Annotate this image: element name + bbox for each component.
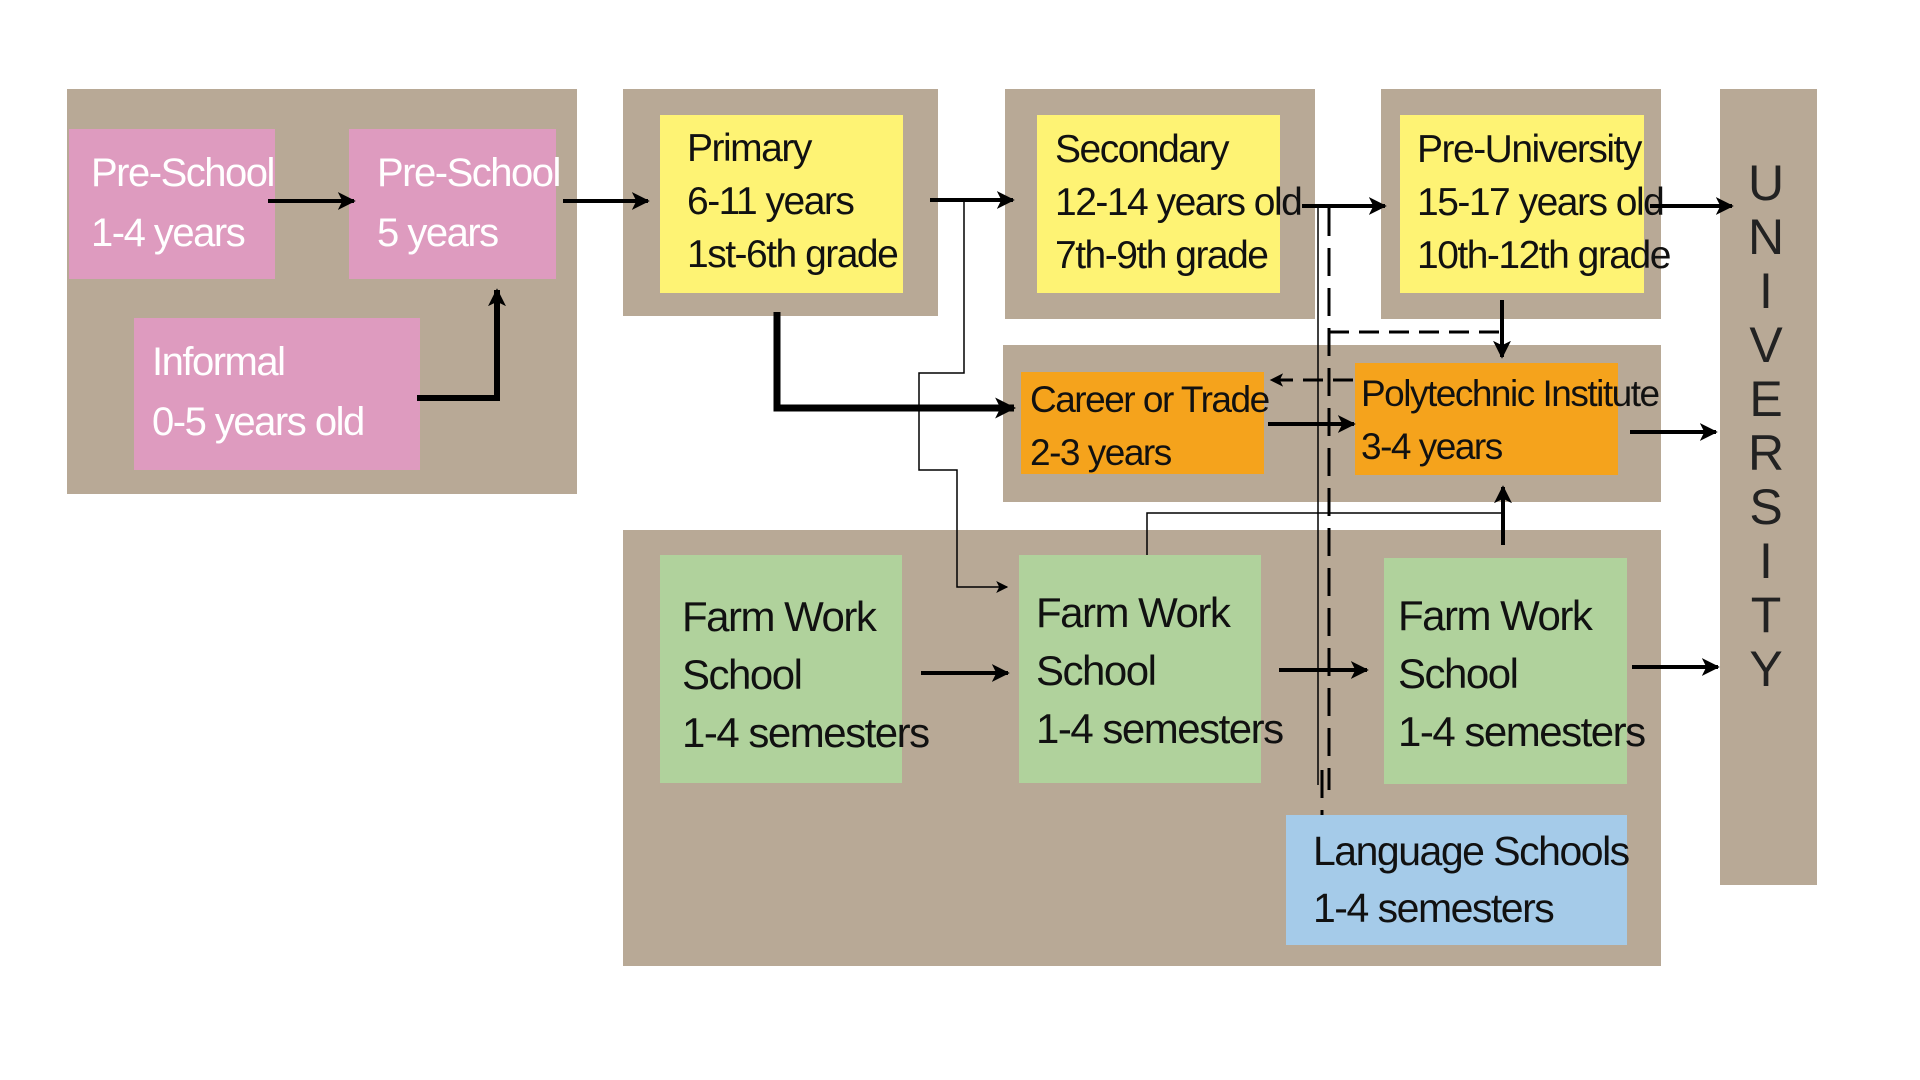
- university-letter: Y: [1749, 641, 1783, 697]
- informal-duration: 0-5 years old: [152, 400, 365, 444]
- preschool-1-4-duration: 1-4 years: [91, 211, 246, 255]
- farm-school-3-subtitle: School: [1398, 650, 1519, 697]
- university-letter: S: [1749, 479, 1783, 535]
- primary-title: Primary: [687, 127, 812, 170]
- farm-school-1-box: Farm Work School 1-4 semesters: [660, 555, 930, 783]
- university-letter: I: [1759, 533, 1773, 589]
- university-letter: V: [1749, 317, 1783, 373]
- farm-school-1-title: Farm Work: [682, 593, 877, 640]
- farm-school-2-subtitle: School: [1036, 647, 1157, 694]
- primary-ages: 6-11 years: [687, 180, 855, 223]
- university-letter: I: [1759, 263, 1773, 319]
- arrow-secondary-to-farm2: [918, 200, 1009, 593]
- farm-school-2-box: Farm Work School 1-4 semesters: [1019, 555, 1284, 783]
- polytechnic-box: Polytechnic Institute 3-4 years: [1355, 363, 1660, 475]
- preuniversity-ages: 15-17 years old: [1417, 181, 1665, 224]
- career-trade-box: Career or Trade 2-3 years: [1021, 372, 1270, 474]
- career-trade-duration: 2-3 years: [1030, 432, 1172, 473]
- preschool-1-4-title: Pre-School: [91, 151, 275, 195]
- university-letter: T: [1750, 587, 1782, 643]
- arrow-informal-to-preschool5: [417, 288, 506, 401]
- farm-school-2-duration: 1-4 semesters: [1036, 705, 1284, 752]
- language-schools-title: Language Schools: [1313, 828, 1630, 874]
- farm-school-1-subtitle: School: [682, 651, 803, 698]
- secondary-box: Secondary 12-14 years old 7th-9th grade: [1037, 115, 1303, 293]
- preschool-5-duration: 5 years: [377, 211, 499, 255]
- informal-box: Informal 0-5 years old: [134, 318, 420, 470]
- polytechnic-duration: 3-4 years: [1361, 426, 1503, 467]
- farm-school-3-box: Farm Work School 1-4 semesters: [1384, 558, 1646, 784]
- language-schools-box: Language Schools 1-4 semesters: [1286, 815, 1630, 945]
- primary-grades: 1st-6th grade: [687, 233, 899, 276]
- informal-title: Informal: [152, 340, 286, 384]
- preschool-1-4-box: Pre-School 1-4 years: [69, 129, 275, 279]
- university-letter: U: [1747, 155, 1785, 211]
- arrow-primary-to-career: [773, 312, 1017, 419]
- university-letter: E: [1749, 371, 1783, 427]
- secondary-title: Secondary: [1055, 128, 1229, 171]
- farm-school-2-title: Farm Work: [1036, 589, 1231, 636]
- university-letter: R: [1747, 425, 1785, 481]
- preuniversity-title: Pre-University: [1417, 128, 1642, 171]
- primary-box: Primary 6-11 years 1st-6th grade: [660, 115, 903, 293]
- language-schools-duration: 1-4 semesters: [1313, 885, 1555, 931]
- university-letter: N: [1747, 209, 1785, 265]
- preuniversity-box: Pre-University 15-17 years old 10th-12th…: [1400, 115, 1671, 293]
- farm-school-1-duration: 1-4 semesters: [682, 709, 930, 756]
- farm-school-3-duration: 1-4 semesters: [1398, 708, 1646, 755]
- preuniversity-grades: 10th-12th grade: [1417, 234, 1671, 277]
- university-panel: [1720, 89, 1817, 885]
- polytechnic-title: Polytechnic Institute: [1361, 373, 1660, 414]
- thin-farm2-to-polytechnic: [1146, 512, 1503, 555]
- secondary-ages: 12-14 years old: [1055, 181, 1303, 224]
- secondary-grades: 7th-9th grade: [1055, 234, 1269, 277]
- preschool-5-box: Pre-School 5 years: [349, 129, 561, 279]
- farm-school-3-title: Farm Work: [1398, 592, 1593, 639]
- preschool-5-title: Pre-School: [377, 151, 561, 195]
- career-trade-title: Career or Trade: [1030, 379, 1270, 420]
